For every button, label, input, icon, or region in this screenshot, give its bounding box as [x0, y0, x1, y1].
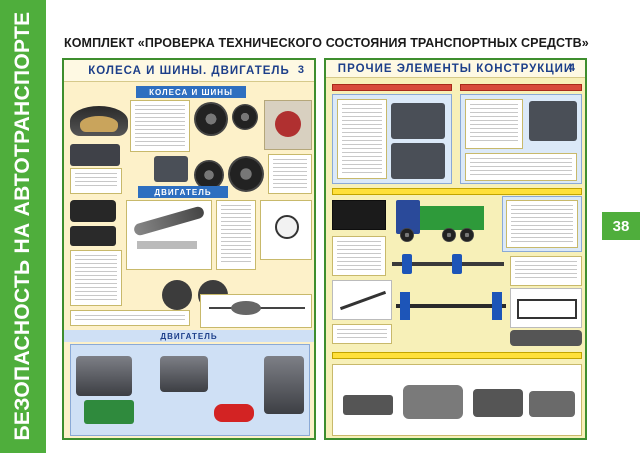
poster-wheels-engine[interactable]: КОЛЕСА И ШИНЫ. ДВИГАТЕЛЬ 3 КОЛЕСА И ШИНЫ… — [62, 58, 316, 440]
tyre-icon — [194, 102, 228, 136]
section-strip — [332, 352, 582, 359]
text-block — [70, 250, 122, 306]
mirror-check-panel — [332, 94, 452, 184]
truck-front-illustration — [154, 156, 188, 182]
wheel-rim-icon — [228, 156, 264, 192]
text-block — [130, 100, 190, 152]
truck-side-illustration — [70, 226, 116, 246]
suspension-diagram — [332, 364, 582, 436]
brake-assembly-illustration — [264, 100, 312, 150]
bus-front-illustration — [529, 101, 577, 141]
lights-check-panel — [502, 196, 582, 252]
truck-cab-illustration — [70, 200, 116, 222]
truck-front-illustration — [391, 103, 445, 139]
text-block — [506, 200, 578, 248]
tread-depth-illustration — [70, 144, 120, 166]
engine-block-illustration — [76, 356, 132, 396]
poster-number: 4 — [568, 62, 575, 74]
pressure-gauge-diagram — [260, 200, 312, 260]
text-block — [70, 310, 190, 326]
section-bar-engine: ДВИГАТЕЛЬ — [138, 186, 228, 198]
fire-extinguisher-illustration — [214, 404, 254, 422]
poster-header: КОЛЕСА И ШИНЫ. ДВИГАТЕЛЬ 3 — [64, 60, 314, 82]
poster-number: 3 — [297, 64, 304, 76]
text-block — [510, 256, 582, 286]
exhaust-diagram — [126, 200, 212, 270]
axle-diagram — [396, 284, 506, 328]
chassis-diagram — [392, 250, 504, 278]
bus-front-illustration — [391, 143, 445, 179]
coupling-check-panel — [460, 94, 582, 184]
tachograph-display — [332, 200, 386, 230]
page-number-badge: 38 — [602, 212, 640, 240]
poster-other-elements[interactable]: ПРОЧИЕ ЭЛЕМЕНТЫ КОНСТРУКЦИИ 4 — [324, 58, 587, 440]
tyre-icon — [232, 104, 258, 130]
text-block — [332, 324, 392, 344]
frame-diagram — [510, 288, 582, 328]
tyre-icon — [194, 160, 224, 190]
poster-header: ПРОЧИЕ ЭЛЕМЕНТЫ КОНСТРУКЦИИ 4 — [326, 60, 585, 78]
section-bar-wheels: КОЛЕСА И ШИНЫ — [136, 86, 246, 98]
text-block — [268, 154, 312, 194]
page-title: КОМПЛЕКТ «ПРОВЕРКА ТЕХНИЧЕСКОГО СОСТОЯНИ… — [64, 36, 589, 50]
vertical-title: БЕЗОПАСНОСТЬ НА АВТОТРАНСПОРТЕ — [11, 11, 34, 441]
text-block — [465, 153, 577, 181]
tyre-cutaway-illustration — [70, 100, 128, 140]
section-bar-engine-lower: ДВИГАТЕЛЬ — [64, 330, 314, 342]
text-block — [337, 99, 387, 179]
header-strip — [332, 84, 452, 91]
side-band: БЕЗОПАСНОСТЬ НА АВТОТРАНСПОРТЕ — [0, 0, 46, 453]
steering-linkage-diagram — [332, 280, 392, 320]
header-strip — [460, 84, 582, 91]
dump-truck-illustration — [396, 200, 486, 244]
text-block — [70, 168, 122, 194]
engine-component-illustration — [160, 356, 208, 392]
text-block — [332, 236, 386, 276]
text-block — [465, 99, 523, 149]
poster-title: ПРОЧИЕ ЭЛЕМЕНТЫ КОНСТРУКЦИИ — [337, 62, 574, 75]
section-strip — [332, 188, 582, 195]
measurement-diagram — [200, 294, 312, 328]
bumper-illustration — [510, 330, 582, 346]
battery-illustration — [84, 400, 134, 424]
text-block — [216, 200, 256, 270]
poster-title: КОЛЕСА И ШИНЫ. ДВИГАТЕЛЬ — [88, 64, 290, 77]
shock-absorber-illustration — [264, 356, 304, 414]
